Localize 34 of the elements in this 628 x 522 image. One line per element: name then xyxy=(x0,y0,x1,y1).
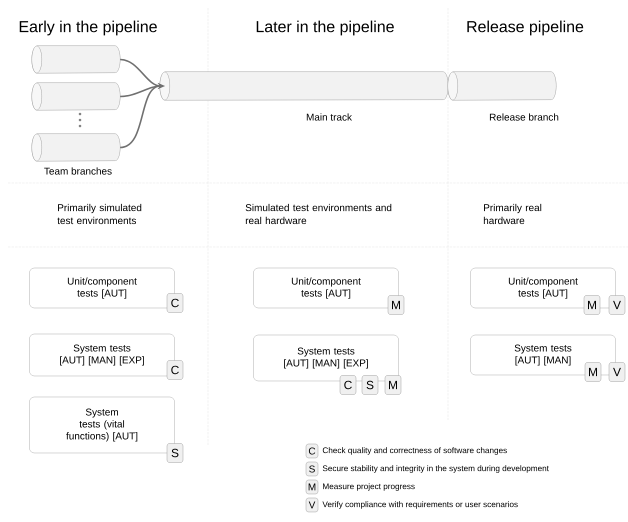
cylinder xyxy=(32,134,120,162)
letter-badge: M xyxy=(584,295,600,315)
heading: Release pipeline xyxy=(467,20,584,36)
letter-badge: M xyxy=(388,295,404,315)
cylinder xyxy=(448,72,556,100)
cylinder xyxy=(32,82,120,110)
letter-badge: C xyxy=(166,360,184,380)
letter-badge: C xyxy=(340,375,356,395)
track-label: Release branch xyxy=(490,113,558,121)
letter-badge: V xyxy=(608,295,626,315)
letter-badge: M xyxy=(584,362,602,382)
heading: Early in the pipeline xyxy=(20,20,157,36)
letter-badge: S xyxy=(166,443,184,463)
env-label: Primarily real hardware xyxy=(484,204,542,224)
test-box: System tests [AUT] [MAN] [EXP] xyxy=(253,334,399,382)
cylinder xyxy=(160,72,448,100)
letter-badge: M xyxy=(384,375,402,395)
letter-badge: M xyxy=(306,480,318,494)
letter-badge: S xyxy=(306,462,318,476)
legend-text: Secure stability and integrity in the system during development xyxy=(322,465,549,473)
letter-badge: V xyxy=(608,362,626,382)
letter-badge: C xyxy=(306,444,318,458)
legend-text: Verify compliance with requirements or user scenarios xyxy=(322,501,518,509)
legend-text: Check quality and correctness of software changes xyxy=(322,447,507,455)
heading: Later in the pipeline xyxy=(256,20,394,36)
letter-badge: C xyxy=(166,293,184,313)
track-label: Main track xyxy=(306,113,352,121)
env-label: Simulated test environments and real hardware xyxy=(246,204,392,224)
track-label: Team branches xyxy=(44,167,112,175)
cylinder xyxy=(32,46,120,74)
env-label: Primarily simulated test environments xyxy=(57,204,142,224)
letter-badge: V xyxy=(306,498,318,512)
letter-badge: S xyxy=(362,375,378,395)
legend-text: Measure project progress xyxy=(323,483,415,491)
